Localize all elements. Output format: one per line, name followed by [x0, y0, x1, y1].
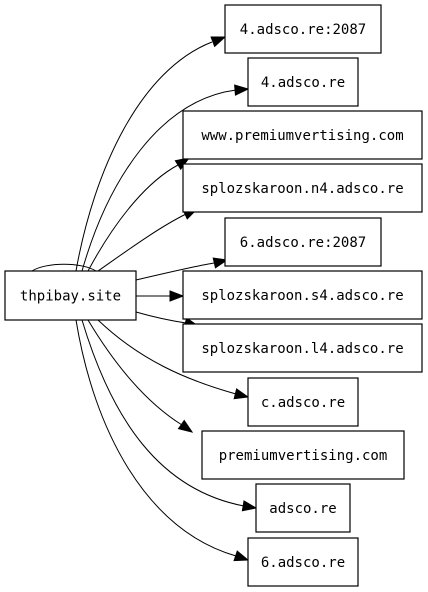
node-label: 4.adsco.re: [261, 75, 345, 91]
node-label: 4.adsco.re:2087: [240, 22, 366, 38]
node-t0: 4.adsco.re:2087: [224, 4, 382, 54]
edge-line: [135, 262, 215, 281]
nodes-layer: thpibay.site 4.adsco.re:2087 4.adsco.re www…: [4, 4, 423, 587]
node-label: splozskaroon.n4.adsco.re: [201, 181, 403, 197]
node-t2: www.premiumvertising.com: [182, 110, 423, 160]
edge-src-to-src: [31, 263, 97, 272]
node-t1: 4.adsco.re: [247, 57, 359, 107]
arrowhead-icon: [233, 388, 250, 400]
arrowhead-icon: [169, 290, 185, 302]
edge-src-to-t5: [136, 290, 185, 302]
edge-src-to-t2: [87, 157, 191, 272]
edge-line: [135, 311, 187, 324]
node-label: thpibay.site: [20, 289, 121, 305]
edge-src-to-t8: [87, 319, 194, 433]
node-t10: 6.adsco.re: [247, 537, 359, 587]
node-label: 6.adsco.re:2087: [240, 235, 366, 251]
node-box: [182, 323, 423, 373]
node-label: splozskaroon.l4.adsco.re: [201, 341, 403, 357]
node-label: 6.adsco.re: [261, 555, 345, 571]
edge-line: [97, 213, 187, 272]
node-label: premiumvertising.com: [219, 448, 388, 464]
arrowhead-icon: [177, 419, 194, 433]
edge-line: [75, 41, 213, 272]
edge-line: [87, 164, 179, 272]
edge-src-to-t10: [75, 319, 250, 562]
node-t5: splozskaroon.s4.adsco.re: [182, 270, 423, 320]
node-t9: adsco.re: [255, 483, 351, 533]
node-t6: splozskaroon.l4.adsco.re: [182, 323, 423, 373]
node-box: [182, 270, 423, 320]
node-label: www.premiumvertising.com: [201, 128, 403, 144]
arrowhead-icon: [234, 84, 250, 96]
arrowhead-icon: [210, 36, 227, 48]
arrowhead-icon: [241, 500, 258, 512]
edge-line: [97, 319, 237, 395]
arrowhead-icon: [212, 257, 229, 269]
node-t8: premiumvertising.com: [201, 430, 405, 480]
node-box: [201, 430, 405, 480]
node-box: [247, 57, 359, 107]
edge-src-to-t7: [97, 319, 250, 400]
edge-line: [81, 89, 237, 272]
node-t4: 6.adsco.re:2087: [224, 217, 382, 267]
edge-src-to-t3: [97, 208, 199, 272]
edge-src-to-t0: [75, 36, 227, 272]
node-box: [182, 163, 423, 213]
edge-line: [75, 319, 237, 557]
edge-src-to-t4: [135, 257, 229, 281]
node-box: [4, 270, 137, 321]
node-label: splozskaroon.s4.adsco.re: [201, 288, 403, 304]
node-box: [182, 110, 423, 160]
arrowhead-icon: [233, 550, 250, 562]
node-label: c.adsco.re: [261, 395, 345, 411]
node-t3: splozskaroon.n4.adsco.re: [182, 163, 423, 213]
edge-line: [81, 319, 245, 507]
node-label: adsco.re: [269, 501, 336, 517]
node-src: thpibay.site: [4, 270, 137, 321]
edge-line: [87, 319, 183, 426]
edges-layer: [31, 36, 258, 562]
node-t7: c.adsco.re: [247, 377, 359, 427]
edge-src-to-t1: [81, 84, 250, 272]
node-box: [224, 217, 382, 267]
edge-src-to-t9: [81, 319, 258, 512]
node-box: [224, 4, 382, 54]
node-box: [247, 537, 359, 587]
edge-line: [31, 263, 97, 272]
node-box: [255, 483, 351, 533]
node-box: [247, 377, 359, 427]
